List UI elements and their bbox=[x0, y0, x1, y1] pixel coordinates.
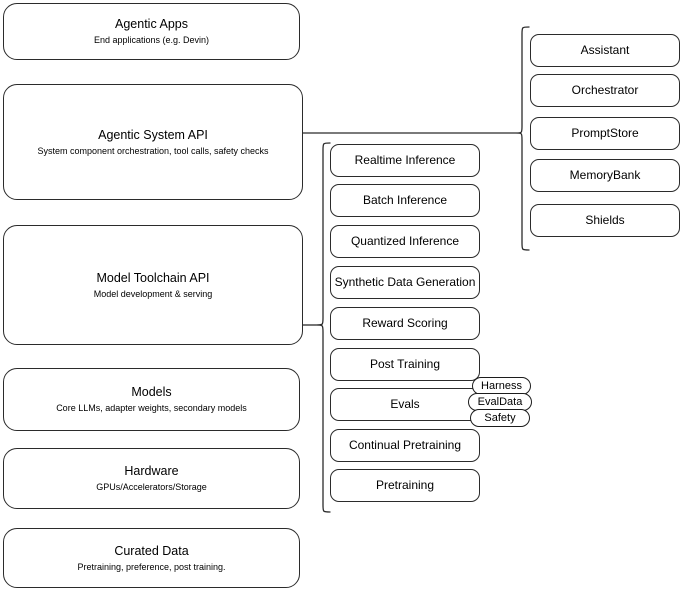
connector-model-toolchain-api bbox=[300, 135, 340, 525]
connector-agentic-system-api bbox=[300, 20, 530, 265]
component-box-post-training[interactable]: Post Training bbox=[330, 348, 480, 381]
component-box-shields[interactable]: Shields bbox=[530, 204, 680, 237]
component-box-assistant[interactable]: Assistant bbox=[530, 34, 680, 67]
component-box-continual-pretraining[interactable]: Continual Pretraining bbox=[330, 429, 480, 462]
layer-subtitle: Pretraining, preference, post training. bbox=[77, 561, 226, 572]
component-box-reward-scoring[interactable]: Reward Scoring bbox=[330, 307, 480, 340]
component-label: Shields bbox=[585, 213, 625, 227]
layer-title: Agentic Apps bbox=[115, 17, 188, 31]
layer-subtitle: Model development & serving bbox=[93, 288, 213, 299]
layer-box-agentic-apps[interactable]: Agentic Apps End applications (e.g. Devi… bbox=[3, 3, 300, 60]
layer-subtitle: Core LLMs, adapter weights, secondary mo… bbox=[56, 403, 247, 413]
layer-subtitle: System component orchestration, tool cal… bbox=[37, 145, 269, 156]
component-label: Batch Inference bbox=[362, 193, 448, 207]
component-label: Quantized Inference bbox=[350, 234, 460, 248]
component-label: Pretraining bbox=[375, 478, 435, 492]
layer-box-hardware[interactable]: Hardware GPUs/Accelerators/Storage bbox=[3, 448, 300, 509]
layer-title: Hardware bbox=[124, 464, 179, 478]
layer-title: Agentic System API bbox=[98, 127, 208, 142]
component-label: Reward Scoring bbox=[362, 316, 448, 330]
component-box-quantized-inference[interactable]: Quantized Inference bbox=[330, 225, 480, 258]
layer-subtitle: GPUs/Accelerators/Storage bbox=[96, 482, 207, 492]
layer-box-agentic-system-api[interactable]: Agentic System API System component orch… bbox=[3, 84, 303, 200]
evals-tag-label: Safety bbox=[484, 411, 516, 424]
component-label: Orchestrator bbox=[571, 83, 639, 97]
component-label: PromptStore bbox=[571, 126, 639, 140]
component-label: Synthetic Data Generation bbox=[334, 275, 476, 289]
layer-title: Models bbox=[131, 385, 172, 399]
layer-title: Curated Data bbox=[114, 543, 189, 558]
component-label: Post Training bbox=[369, 357, 441, 371]
layer-subtitle: End applications (e.g. Devin) bbox=[93, 35, 210, 45]
component-box-synthetic-data-generation[interactable]: Synthetic Data Generation bbox=[330, 266, 480, 299]
component-label: MemoryBank bbox=[569, 168, 641, 182]
component-box-orchestrator[interactable]: Orchestrator bbox=[530, 74, 680, 107]
evals-tag-label: EvalData bbox=[477, 395, 523, 408]
layer-box-curated-data[interactable]: Curated Data Pretraining, preference, po… bbox=[3, 528, 300, 588]
component-label: Realtime Inference bbox=[354, 153, 456, 167]
evals-tag-label: Harness bbox=[481, 379, 522, 392]
component-box-pretraining[interactable]: Pretraining bbox=[330, 469, 480, 502]
component-box-evals[interactable]: Evals bbox=[330, 388, 480, 421]
component-box-memorybank[interactable]: MemoryBank bbox=[530, 159, 680, 192]
component-box-batch-inference[interactable]: Batch Inference bbox=[330, 184, 480, 217]
evals-tag-safety[interactable]: Safety bbox=[470, 409, 530, 427]
layer-box-models[interactable]: Models Core LLMs, adapter weights, secon… bbox=[3, 368, 300, 431]
component-label: Evals bbox=[390, 397, 420, 411]
layer-title: Model Toolchain API bbox=[96, 270, 210, 285]
component-box-promptstore[interactable]: PromptStore bbox=[530, 117, 680, 150]
component-label: Continual Pretraining bbox=[348, 438, 462, 452]
layer-box-model-toolchain-api[interactable]: Model Toolchain API Model development & … bbox=[3, 225, 303, 345]
component-label: Assistant bbox=[580, 43, 630, 57]
component-box-realtime-inference[interactable]: Realtime Inference bbox=[330, 144, 480, 177]
